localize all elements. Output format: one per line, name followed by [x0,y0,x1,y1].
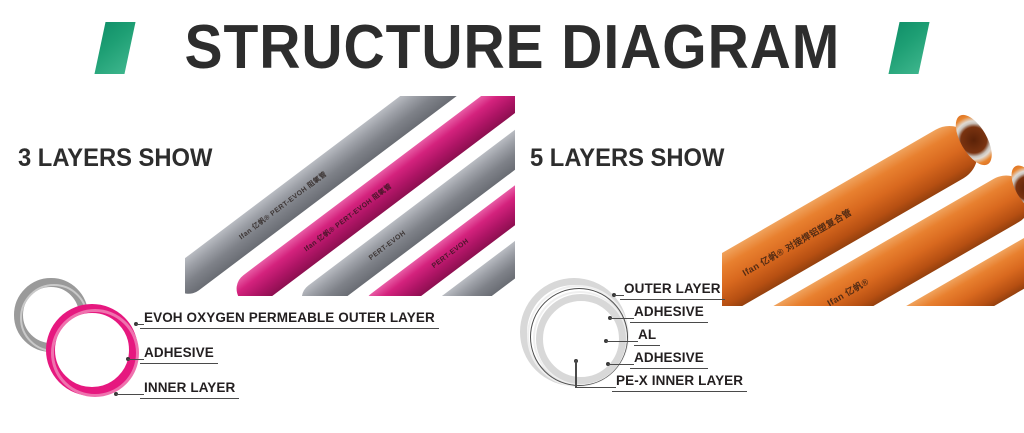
callout-adhesive-outer: ADHESIVE [608,303,708,323]
leader-line-vertical [575,360,577,387]
three-layer-heading: 3 LAYERS SHOW [18,144,213,172]
five-layer-heading: 5 LAYERS SHOW [530,144,725,172]
callout-adhesive-inner: ADHESIVE [606,349,708,369]
callout-outer-layer: OUTER LAYER [612,280,725,300]
left-accent-shape [94,22,136,74]
five-layer-section: 5 LAYERS SHOW Ifan 亿帆® 对接焊铝塑复合管 Ifan 亿帆® [512,96,1024,433]
callout-label: OUTER LAYER [620,281,725,300]
leader-line [608,363,634,366]
leader-line [606,340,638,343]
leader-line [610,317,634,320]
five-layer-cross-section [520,278,650,408]
leader-line [128,358,144,361]
callout-label: INNER LAYER [140,380,240,399]
five-layer-pipe-photo: Ifan 亿帆® 对接焊铝塑复合管 Ifan 亿帆® [722,96,1024,306]
callout-label: ADHESIVE [140,345,218,364]
three-layer-section: 3 LAYERS SHOW Ifan 亿帆® PERT-EVOH 阻氧管 Ifa… [0,96,515,433]
leader-line [614,294,624,297]
page-title: STRUCTURE DIAGRAM [184,13,840,82]
ring-al-layer [530,288,628,386]
callout-label: PE-X INNER LAYER [612,373,748,392]
callout-al: AL [604,326,661,346]
callout-label: EVOH OXYGEN PERMEABLE OUTER LAYER [140,310,439,329]
leader-line [136,323,144,326]
three-layer-cross-section [8,274,178,414]
ring-adhesive-inner [533,291,627,385]
callout-pex-inner-layer: PE-X INNER LAYER [574,359,748,392]
right-accent-shape [888,22,930,74]
callout-label: ADHESIVE [630,304,708,323]
three-layer-pipe-photo: Ifan 亿帆® PERT-EVOH 阻氧管 Ifan 亿帆® PERT-EVO… [185,96,515,296]
leader-line [575,386,616,389]
ring-pex-inner-layer [536,294,626,384]
callout-inner-layer: INNER LAYER [114,379,240,399]
ring-adhesive-outer [527,285,629,387]
callout-evoh-outer-layer: EVOH OXYGEN PERMEABLE OUTER LAYER [134,309,439,329]
front-ring-inner-edge [51,309,139,397]
page-header: STRUCTURE DIAGRAM [0,0,1024,96]
leader-line [116,393,144,396]
callout-adhesive: ADHESIVE [126,344,218,364]
callout-label: AL [634,327,661,346]
callout-label: ADHESIVE [630,350,708,369]
